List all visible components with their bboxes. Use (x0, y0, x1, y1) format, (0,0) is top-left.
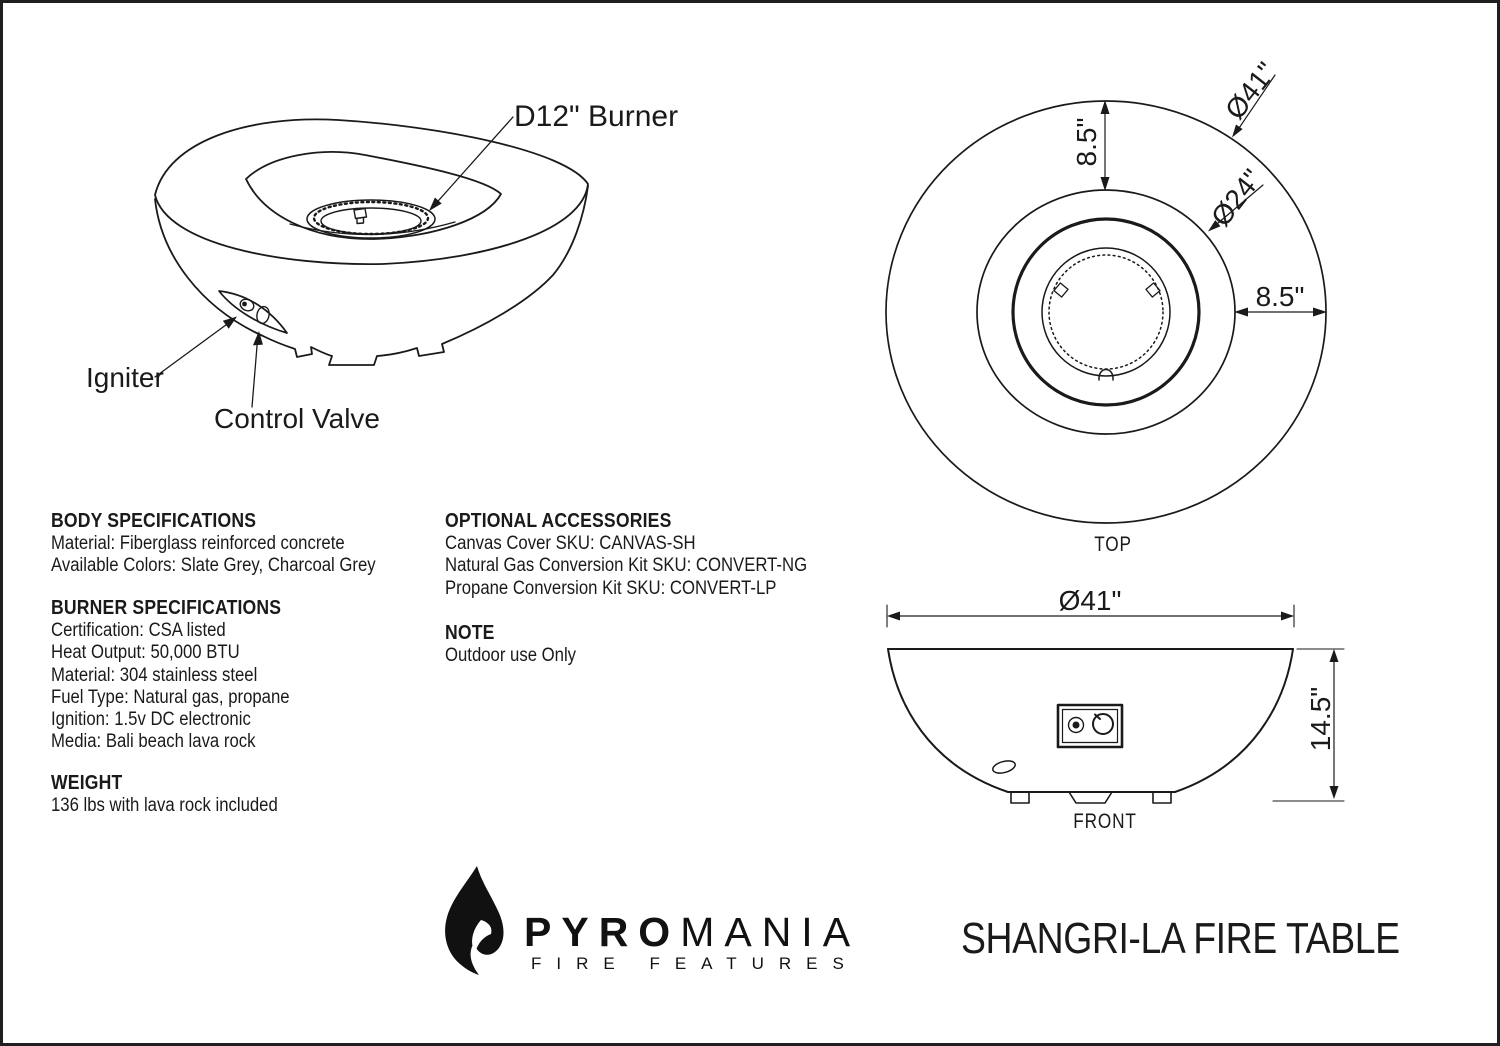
burner-specifications-section: BURNER SPECIFICATIONS Certification: CSA… (51, 597, 290, 754)
front-view-height-dimension: 14.5" (1305, 686, 1336, 752)
spec-line: Heat Output: 50,000 BTU (51, 642, 240, 664)
spec-line: Outdoor use Only (445, 645, 577, 666)
spec-line: Ignition: 1.5v DC electronic (51, 709, 251, 731)
flame-icon (445, 866, 504, 975)
body-specifications-section: BODY SPECIFICATIONS Material: Fiberglass… (51, 510, 376, 578)
front-view-width-dimension: Ø41" (1058, 585, 1122, 616)
front-view-drawing (886, 604, 1345, 804)
spec-line: Fuel Type: Natural gas, propane (51, 686, 290, 708)
burner-callout-label: D12" Burner (514, 100, 679, 133)
front-view-caption: FRONT (1073, 810, 1137, 833)
brand-word-bold: PYRO (524, 909, 681, 955)
burner-specifications-heading: BURNER SPECIFICATIONS (51, 597, 282, 619)
weight-heading: WEIGHT (51, 772, 123, 794)
spec-line: Material: 304 stainless steel (51, 664, 258, 686)
spec-line: Natural Gas Conversion Kit SKU: CONVERT-… (445, 555, 808, 577)
spec-line: Available Colors: Slate Grey, Charcoal G… (51, 555, 376, 577)
top-view-rim-width-right-dimension: 8.5" (1255, 281, 1305, 312)
spec-line: Canvas Cover SKU: CANVAS-SH (445, 533, 696, 554)
top-view-caption: TOP (1094, 533, 1132, 556)
top-view-rim-width-dimension: 8.5" (1071, 117, 1102, 167)
note-heading: NOTE (445, 622, 495, 644)
igniter-callout-label: Igniter (86, 362, 164, 393)
brand-subtitle: FIRE FEATURES (531, 954, 859, 973)
spec-line: Media: Bali beach lava rock (51, 731, 256, 753)
perspective-drawing (154, 116, 589, 408)
note-section: NOTE Outdoor use Only (445, 622, 576, 667)
spec-line: 136 lbs with lava rock included (51, 795, 278, 816)
brand-word-light: MANIA (680, 909, 861, 955)
optional-accessories-section: OPTIONAL ACCESSORIES Canvas Cover SKU: C… (445, 510, 807, 600)
weight-section: WEIGHT 136 lbs with lava rock included (51, 772, 278, 817)
body-specifications-heading: BODY SPECIFICATIONS (51, 510, 257, 532)
spec-line: Propane Conversion Kit SKU: CONVERT-LP (445, 577, 777, 599)
top-view-drawing (885, 74, 1327, 524)
spec-line: Material: Fiberglass reinforced concrete (51, 533, 345, 554)
spec-line: Certification: CSA listed (51, 620, 226, 641)
control-valve-callout-label: Control Valve (214, 403, 381, 434)
optional-accessories-heading: OPTIONAL ACCESSORIES (445, 510, 672, 532)
product-title: SHANGRI-LA FIRE TABLE (961, 914, 1400, 963)
technical-line-art (154, 74, 1345, 804)
brand-wordmark: PYROMANIA (524, 909, 860, 956)
